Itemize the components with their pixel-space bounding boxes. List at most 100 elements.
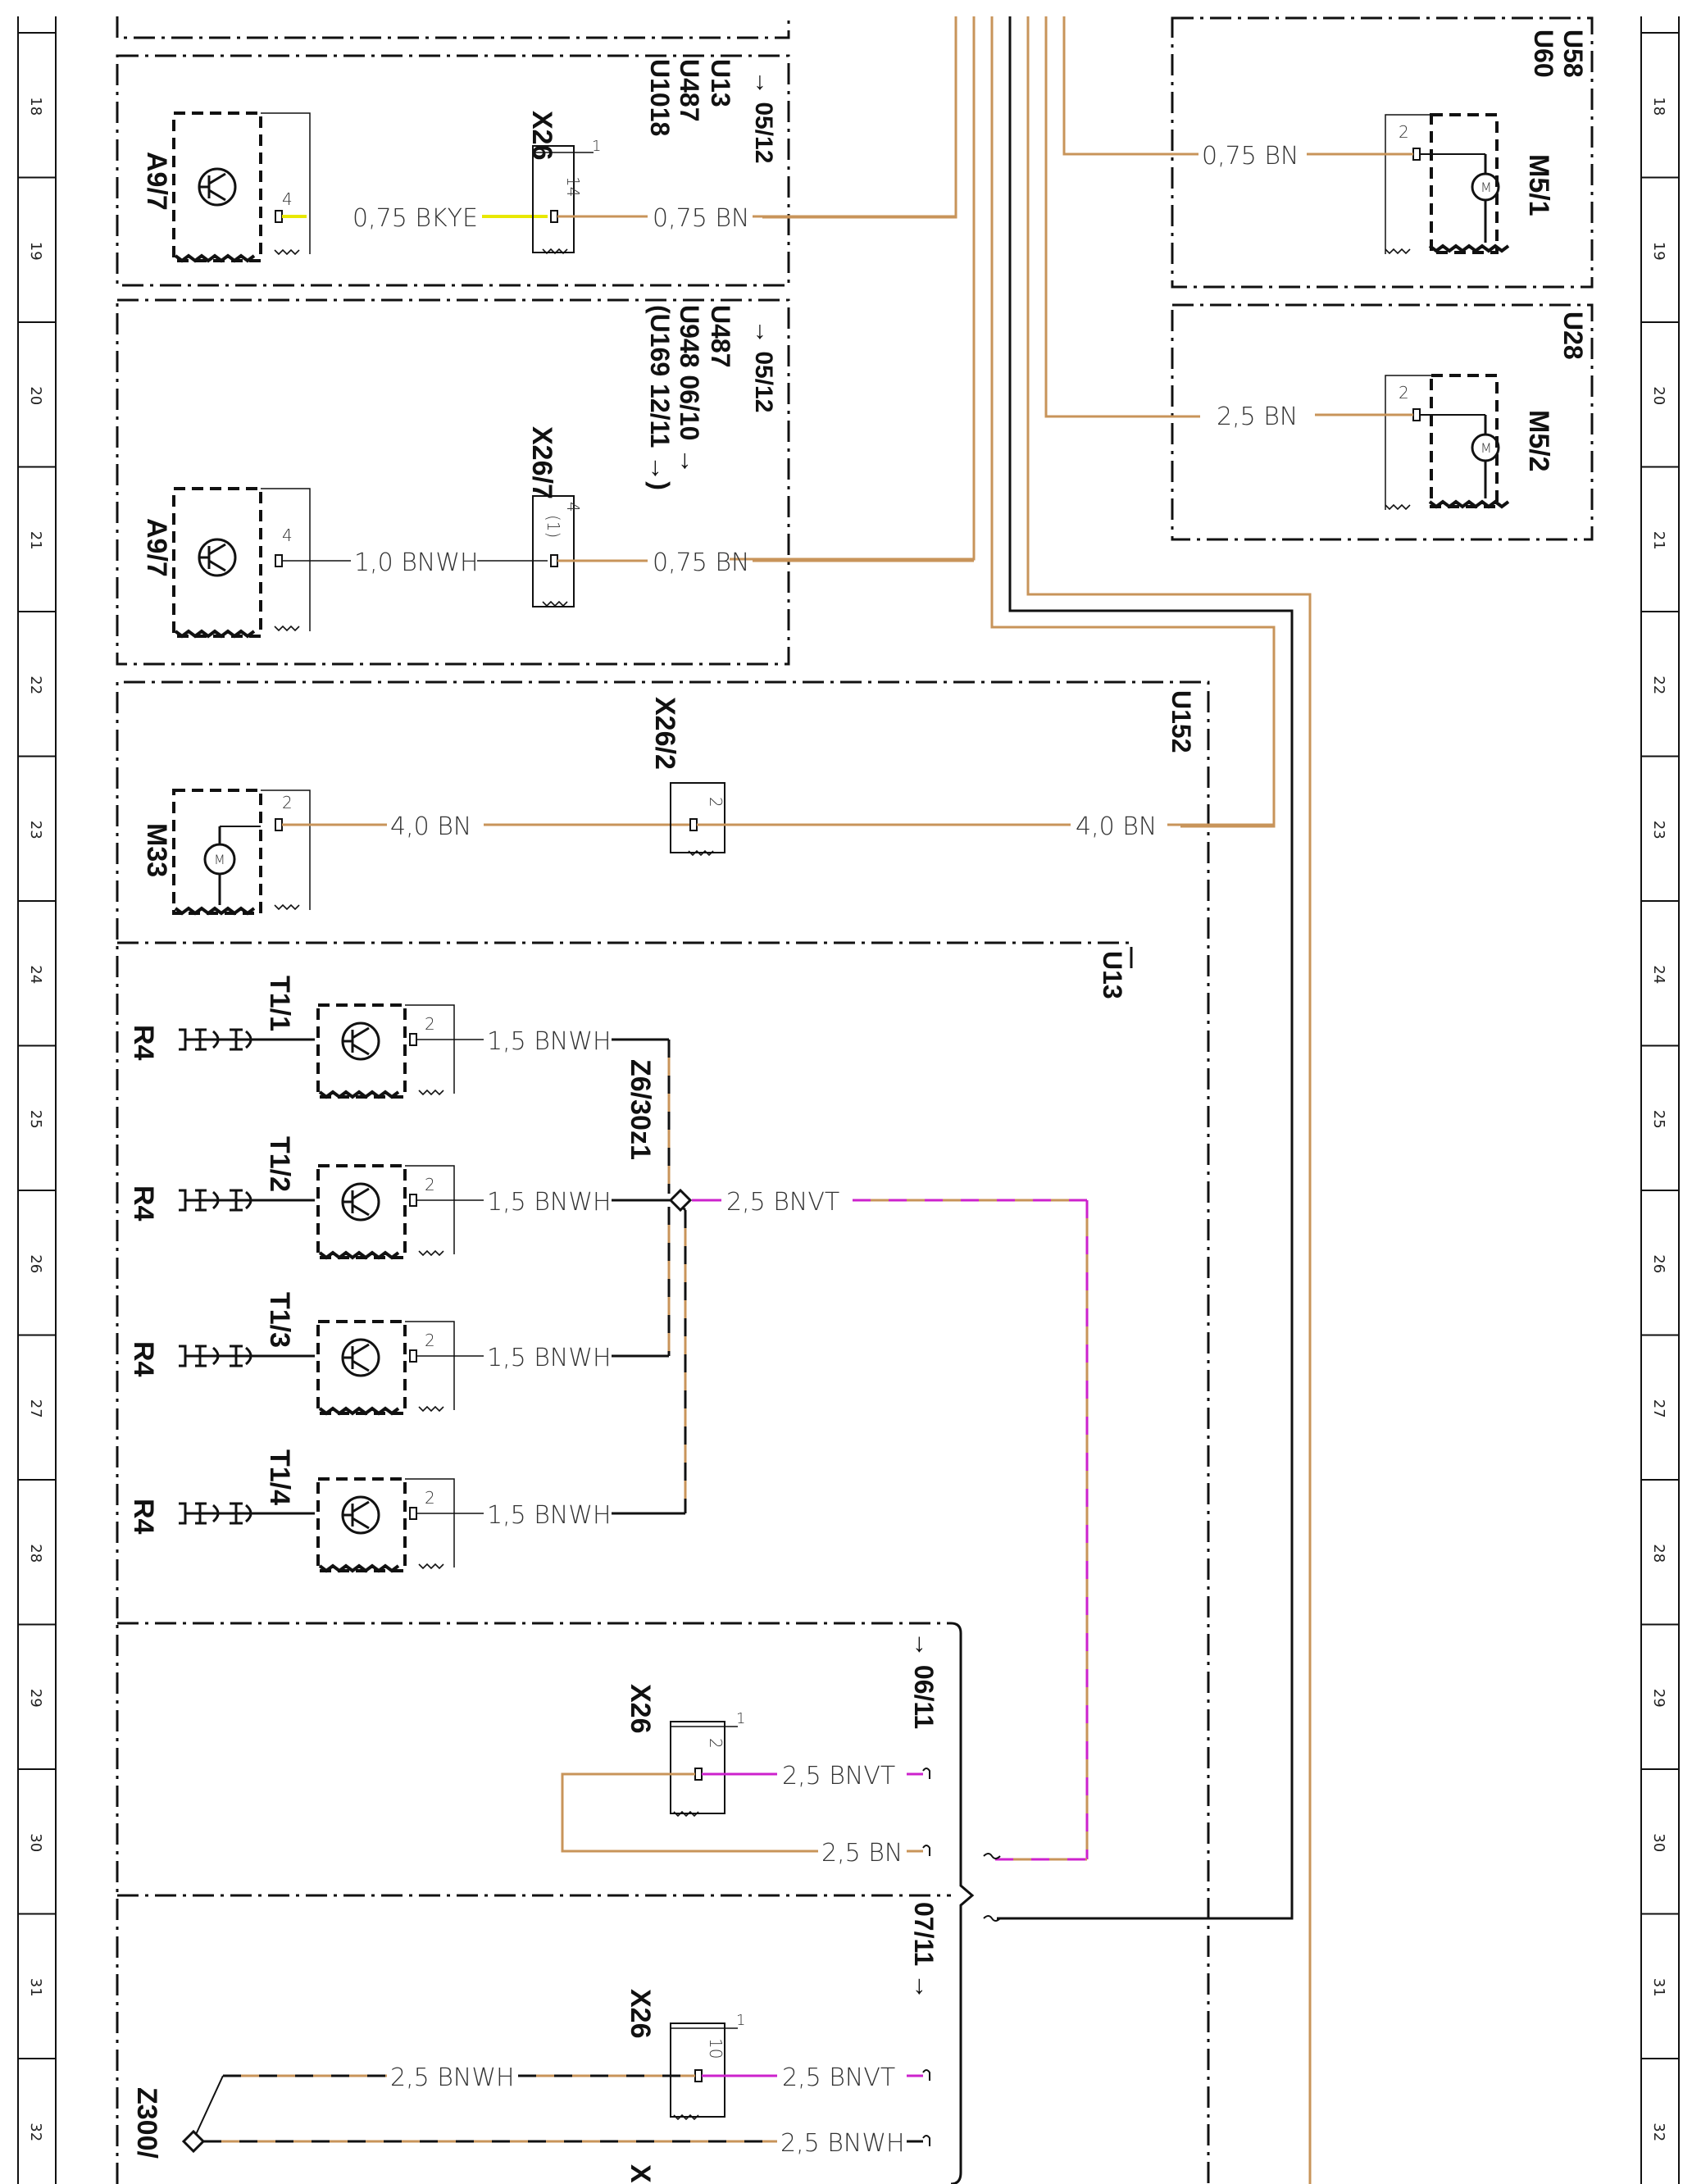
ruler-row-label: 31 bbox=[1650, 1978, 1667, 1997]
wire-label-bkye: 0,75 BKYE bbox=[352, 204, 478, 233]
ruler-row-label: 25 bbox=[27, 1110, 44, 1129]
ruler-row-label: 28 bbox=[1650, 1544, 1667, 1563]
ref-u13-a: U13 bbox=[706, 59, 735, 107]
ruler-row-label: 19 bbox=[27, 242, 44, 261]
ref-0611: → 06/11 bbox=[909, 1631, 939, 1729]
transistor-icon bbox=[341, 1495, 380, 1535]
ruler-row-label: 27 bbox=[1650, 1399, 1667, 1418]
label-z300: Z300/ bbox=[131, 2087, 162, 2159]
module-u13-top: → 05/12 U13 U487 U1018 A9/7 4 0,75 BKYE … bbox=[141, 59, 956, 262]
svg-text:M: M bbox=[214, 852, 225, 867]
svg-text:M: M bbox=[1480, 180, 1492, 195]
ref-u487-a: U487 bbox=[675, 59, 704, 122]
component-box-m33 bbox=[172, 789, 262, 915]
label-m51: M5/1 bbox=[1523, 154, 1554, 216]
pin-x26-0711-1: 1 bbox=[736, 2012, 745, 2029]
label-a97-top: A9/7 bbox=[141, 152, 172, 211]
module-0711: 07/11 → X26 1 10 2,5 BNVT 2,5 BNWH 2,5 B… bbox=[131, 1902, 939, 2183]
ruler-row-label: 24 bbox=[1650, 965, 1667, 984]
pin-x26-top-14: 14 bbox=[563, 176, 583, 197]
wire-label-10bnwh: 1,0 BNWH bbox=[354, 548, 479, 577]
transistor-icon bbox=[198, 167, 237, 207]
pin-t1: 2 bbox=[425, 1014, 435, 1034]
motor-icon: M bbox=[1471, 154, 1500, 243]
wire-label-075bn-a: 0,75 BN bbox=[653, 204, 749, 233]
wire-trunk-1 bbox=[762, 16, 957, 219]
plug-r4-icon bbox=[179, 1345, 315, 1367]
plug-label-r4: R4 bbox=[128, 1341, 159, 1377]
ruler-row-label: 30 bbox=[27, 1833, 44, 1852]
ruler-row-label: 26 bbox=[1650, 1254, 1667, 1273]
wire-trunk-3 bbox=[990, 16, 1276, 828]
wire-label-25bnwh-b: 2,5 BNWH bbox=[780, 2129, 905, 2158]
ruler-row-label: 21 bbox=[27, 531, 44, 550]
ref-0711: 07/11 → bbox=[909, 1902, 939, 2000]
plug-label-r4: R4 bbox=[128, 1025, 159, 1061]
plug-label-r4: R4 bbox=[128, 1185, 159, 1222]
label-splice-z6: Z6/30z1 bbox=[625, 1059, 656, 1160]
component-box-a97-mid bbox=[172, 487, 262, 638]
component-box-t1 bbox=[316, 1003, 407, 1099]
wire-label-075bn-b: 0,75 BN bbox=[653, 548, 749, 577]
ruler-row-label: 22 bbox=[1650, 676, 1667, 694]
label-t1: T1/1 bbox=[264, 976, 295, 1031]
transistor-icon bbox=[198, 538, 237, 577]
frame-u487 bbox=[116, 298, 790, 666]
frame-u28 bbox=[1171, 303, 1594, 541]
wire-label-40bn-b: 4,0 BN bbox=[1076, 812, 1157, 841]
label-m52: M5/2 bbox=[1523, 410, 1554, 472]
wire-label-15bnwh: 1,5 BNWH bbox=[487, 1344, 612, 1372]
sensor-t1-1: R4 T1/1 2 1,5 BNWH bbox=[128, 976, 669, 1099]
pin-m51: 2 bbox=[1399, 122, 1409, 142]
wire-label-25bn-a: 2,5 BN bbox=[1217, 403, 1298, 431]
ruler-row-label: 25 bbox=[1650, 1110, 1667, 1129]
frame-u13-top bbox=[116, 54, 790, 287]
pin-a97-top: 4 bbox=[282, 189, 293, 209]
module-u487: → 05/12 U487 U948 06/10 → (U169 12/11 →)… bbox=[141, 305, 974, 638]
motor-icon: M bbox=[1471, 415, 1500, 498]
module-u28: U28 M5/2 M 2 2,5 BN bbox=[1217, 312, 1588, 510]
ruler-row-label: 18 bbox=[1650, 97, 1667, 116]
wire-trunk-4 bbox=[997, 16, 1294, 1920]
ruler-row-label: 28 bbox=[27, 1544, 44, 1563]
transistor-icon bbox=[341, 1182, 380, 1222]
label-t1: T1/3 bbox=[264, 1292, 295, 1348]
pin-x26-0611-2: 2 bbox=[706, 1738, 725, 1749]
ref-u60: U60 bbox=[1529, 30, 1558, 78]
ref-0512-b: → 05/12 bbox=[750, 320, 777, 412]
ref-u948: U948 06/10 → bbox=[675, 305, 704, 474]
ruler-row-label: 21 bbox=[1650, 531, 1667, 550]
pin-x267-4: 4 bbox=[563, 502, 583, 512]
pin-x262: 2 bbox=[706, 797, 725, 808]
wire-label-40bn-a: 4,0 BN bbox=[390, 812, 471, 841]
transistor-icon bbox=[341, 1338, 380, 1377]
ref-u13-b: U13 bbox=[1098, 951, 1127, 999]
label-t1: T1/4 bbox=[264, 1449, 295, 1505]
bracket bbox=[950, 1622, 975, 2184]
wire-label-15bnwh: 1,5 BNWH bbox=[487, 1027, 612, 1056]
pin-a97-mid: 4 bbox=[282, 526, 293, 545]
component-box-t1 bbox=[316, 1477, 407, 1572]
ruler-row-label: 32 bbox=[27, 2123, 44, 2141]
ruler-row-label: 26 bbox=[27, 1254, 44, 1273]
label-x262: X26/2 bbox=[649, 697, 680, 770]
module-u58: U58 U60 M5/1 M 2 0,75 BN bbox=[1202, 30, 1588, 254]
wire-label-15bnwh: 1,5 BNWH bbox=[487, 1188, 612, 1217]
wire-trunk-7 bbox=[1062, 16, 1198, 156]
wire-label-25bnvt-a: 2,5 BNVT bbox=[726, 1188, 839, 1217]
ref-u169: (U169 12/11 →) bbox=[645, 305, 675, 490]
ruler-row-label: 23 bbox=[1650, 821, 1667, 839]
label-m33: M33 bbox=[141, 823, 172, 877]
pin-m33: 2 bbox=[282, 793, 293, 812]
wire-label-075bn-c: 0,75 BN bbox=[1202, 142, 1299, 171]
ruler-row-label: 29 bbox=[1650, 1689, 1667, 1708]
pin-t1: 2 bbox=[425, 1175, 435, 1194]
ruler-row-label: 30 bbox=[1650, 1833, 1667, 1852]
pin-x26-0611-1: 1 bbox=[736, 1710, 745, 1727]
pin-x267-1: (1) bbox=[544, 515, 563, 538]
